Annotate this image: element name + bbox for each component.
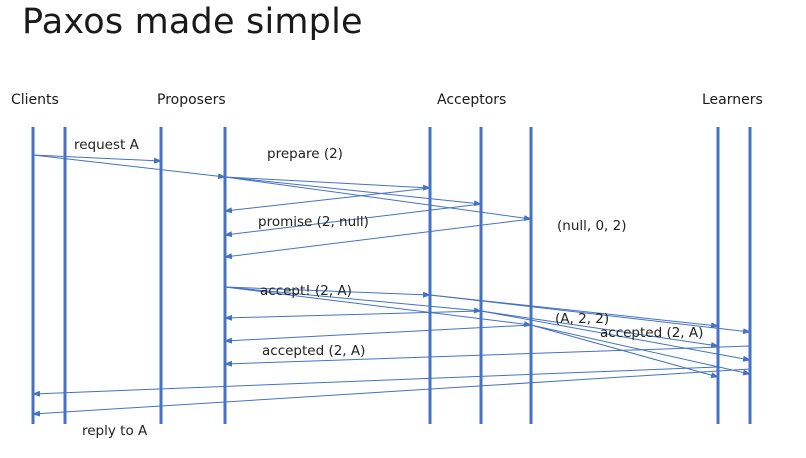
prepare-arrow-2 xyxy=(224,176,482,207)
accept-arrow-3 xyxy=(224,286,532,328)
reply-label: reply to A xyxy=(82,423,148,439)
accept-label: accept! (2, A) xyxy=(260,283,352,299)
accepted-learners-label: accepted (2, A) xyxy=(600,325,703,341)
promise-arrow-3 xyxy=(224,218,532,260)
messages xyxy=(32,154,751,417)
header-proposers: Proposers xyxy=(157,92,226,108)
promise-arrow-2 xyxy=(224,203,482,238)
acceptor-state-final: (A, 2, 2) xyxy=(555,311,609,327)
accepted-learner-arrow-4 xyxy=(480,310,751,362)
header-learners: Learners xyxy=(702,92,763,108)
prepare-arrow-1 xyxy=(224,176,431,191)
header-clients: Clients xyxy=(11,92,59,108)
prepare-arrow-3 xyxy=(224,176,532,222)
accepted-proposer-arrow-2 xyxy=(224,324,532,344)
accept-arrow-2 xyxy=(224,286,482,314)
request-label: request A xyxy=(74,137,140,153)
prepare-label: prepare (2) xyxy=(267,146,343,162)
promise-arrow-1 xyxy=(224,187,431,214)
slide-title: Paxos made simple xyxy=(22,2,363,42)
request-arrow-1 xyxy=(32,154,162,164)
reply-arrow-1 xyxy=(32,366,719,397)
accept-arrow-1 xyxy=(224,286,431,298)
accepted-proposer-label: accepted (2, A) xyxy=(262,343,365,359)
accepted-learner-arrow-3 xyxy=(480,310,719,348)
accepted-proposer-arrow-3 xyxy=(224,345,751,367)
promise-label: promise (2, null) xyxy=(258,214,369,230)
acceptor-state-initial: (null, 0, 2) xyxy=(557,218,627,234)
header-acceptors: Acceptors xyxy=(437,92,507,108)
message-labels: request A prepare (2) promise (2, null) … xyxy=(74,137,703,439)
reply-arrow-2 xyxy=(32,368,751,417)
accepted-learner-arrow-2 xyxy=(429,294,751,335)
accepted-proposer-arrow-1 xyxy=(224,310,482,321)
request-arrow-2 xyxy=(32,154,226,180)
